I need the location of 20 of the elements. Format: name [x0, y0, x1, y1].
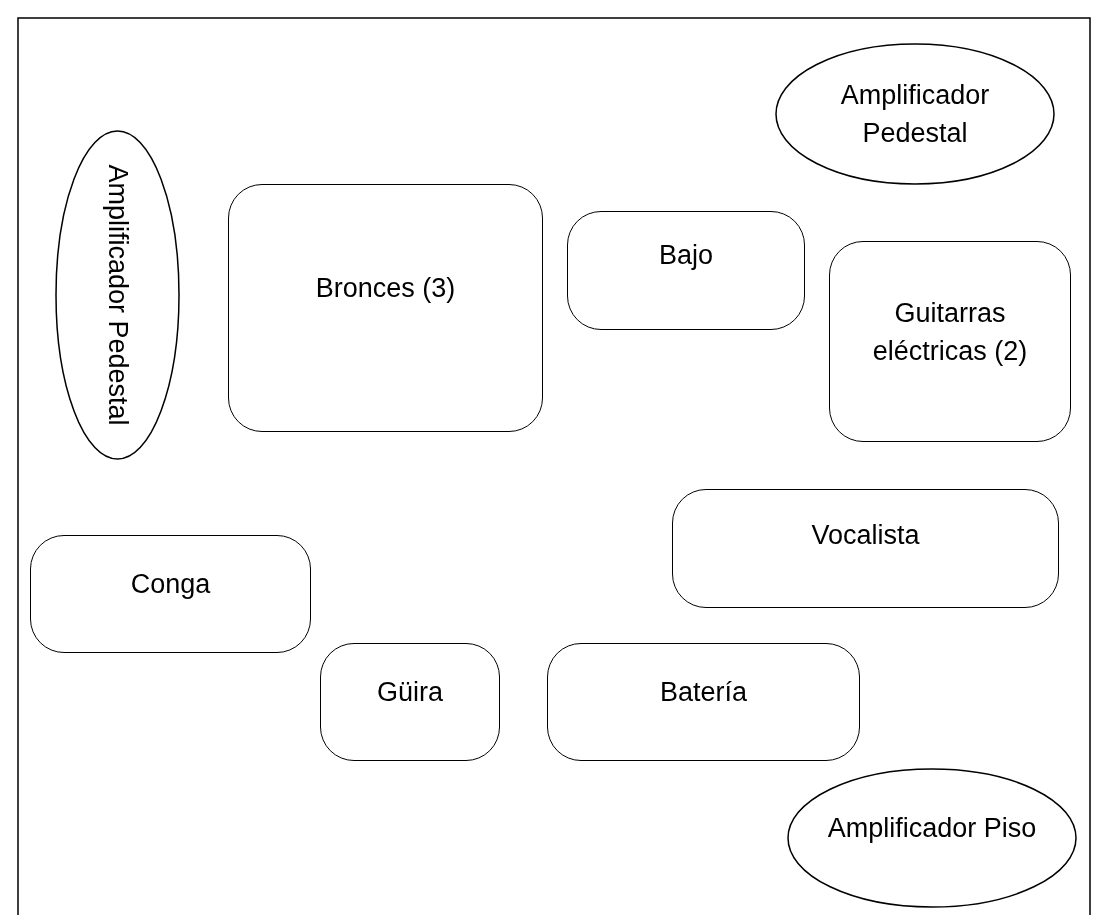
instrument-label: Conga	[129, 568, 212, 601]
rounded-box	[672, 489, 1059, 608]
rounded-box	[30, 535, 311, 653]
ellipse-shape	[775, 43, 1055, 185]
ellipse-shape	[787, 768, 1077, 908]
instrument-label: Batería	[658, 676, 749, 709]
instrument-label: Amplificador Piso	[826, 812, 1038, 845]
instrument-label: Amplificador Pedestal	[839, 79, 991, 150]
instrument-label: Guitarras eléctricas (2)	[871, 296, 1029, 368]
ellipse-shape	[55, 130, 180, 460]
rounded-box	[547, 643, 860, 761]
rounded-box	[567, 211, 805, 330]
instrument-label: Bronces (3)	[314, 272, 457, 305]
instrument-label: Vocalista	[810, 518, 921, 552]
instrument-label: Bajo	[657, 238, 714, 272]
instrument-label: Güira	[376, 676, 444, 709]
rounded-box	[320, 643, 500, 761]
rounded-box	[228, 184, 543, 432]
instrument-label: Amplificador Pedestal	[101, 163, 134, 428]
rounded-box	[829, 241, 1071, 442]
